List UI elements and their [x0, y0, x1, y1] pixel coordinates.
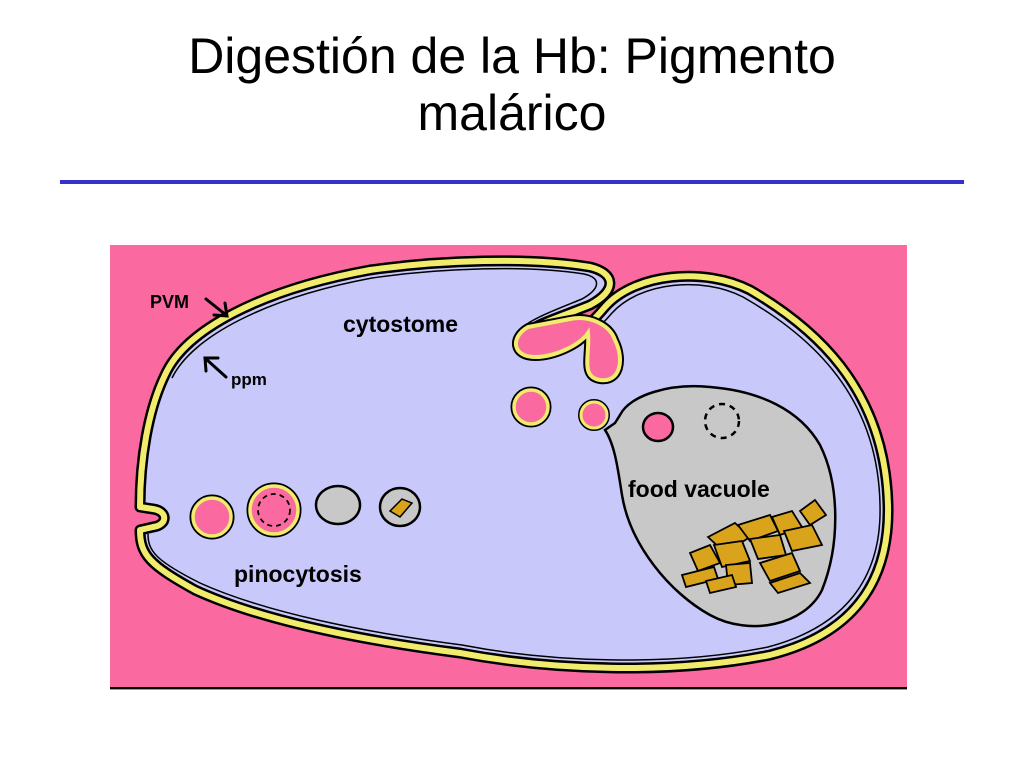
label-ppm: ppm — [231, 370, 267, 389]
pinocytosis-vesicle-1-membrane — [191, 496, 233, 538]
parasite-diagram: PVM ppm cytostome food vacuole pinocytos… — [110, 245, 907, 690]
vacuole-pink-vesicle — [641, 411, 675, 443]
parasite-plasma-membrane — [147, 267, 881, 661]
hemozoin-crystals — [680, 498, 828, 595]
label-pvm: PVM — [150, 292, 189, 312]
parasitophorous-vacuole-membrane — [137, 257, 892, 671]
parasite-diagram-svg: PVM ppm cytostome food vacuole pinocytos… — [110, 245, 907, 690]
slide-title-line-1: Digestión de la Hb: Pigmento — [188, 28, 836, 84]
pinocytosis-vesicle-4-crystal — [388, 498, 414, 518]
label-pinocytosis: pinocytosis — [234, 561, 362, 587]
label-food-vacuole: food vacuole — [628, 476, 770, 502]
pinocytosis-vesicle-3 — [314, 484, 362, 526]
slide-title: Digestión de la Hb: Pigmento malárico — [40, 28, 984, 142]
cytostome-vesicle-1-membrane — [512, 388, 550, 426]
label-cytostome: cytostome — [343, 311, 458, 337]
vacuole-dashed-vesicle — [703, 402, 741, 440]
pvm-arrow — [204, 297, 229, 318]
ppm-arrow — [203, 356, 228, 379]
cytostome-vesicle-2-membrane — [579, 400, 609, 430]
cytostome-membrane — [514, 316, 622, 383]
slide-title-line-2: malárico — [417, 85, 607, 141]
title-underline — [60, 180, 964, 184]
pinocytosis-vesicle-2-inner — [257, 493, 291, 527]
pinocytosis-vesicle-2-membrane — [248, 484, 300, 536]
